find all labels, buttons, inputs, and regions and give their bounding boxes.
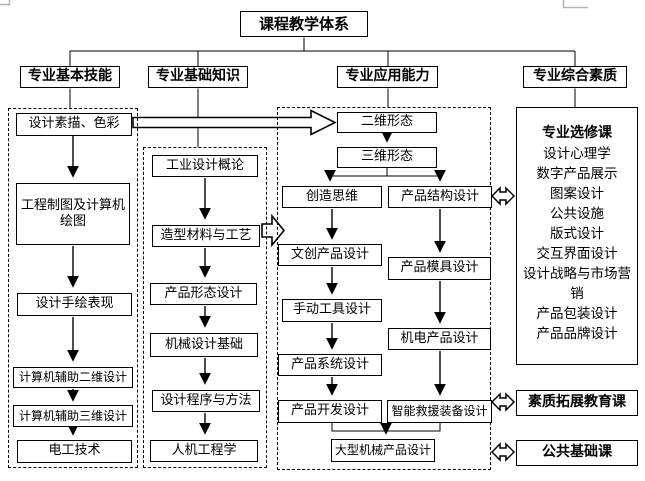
elective-item: 设计心理学 [543, 146, 611, 162]
course-label: 公共基础课 [542, 444, 612, 461]
course-box: 文创产品设计 [278, 244, 382, 266]
course-label: 工业设计概论 [165, 157, 244, 173]
course-label: 计算机辅助三维设计 [18, 408, 127, 423]
course-label: 创造思维 [305, 188, 358, 204]
course-box: 机电产品设计 [388, 328, 491, 350]
course-box: 手动工具设计 [282, 299, 382, 322]
course-box: 三维形态 [337, 147, 437, 168]
branch-quality: 专业综合素质 [523, 66, 627, 88]
course-label: 机械设计基础 [164, 336, 243, 352]
course-label: 造型材料与工艺 [160, 227, 252, 243]
root-node-label: 课程教学体系 [258, 14, 349, 33]
branch-label: 专业基础知识 [156, 68, 240, 85]
course-label: 设计手绘表现 [35, 296, 114, 312]
course-label: 产品开发设计 [290, 403, 369, 419]
group-basic-knowledge [143, 147, 267, 468]
course-box: 产品形态设计 [150, 283, 257, 305]
course-label: 产品模具设计 [400, 260, 479, 276]
course-box: 工程制图及计算机绘图 [16, 183, 130, 245]
course-box: 工业设计概论 [152, 155, 258, 177]
corner-mark-top-left [0, 0, 11, 6]
elective-item: 图案设计 [550, 186, 604, 202]
course-box: 产品开发设计 [278, 400, 382, 423]
course-box: 计算机辅助二维设计 [13, 367, 133, 388]
branch-basic-skills: 专业基本技能 [20, 66, 120, 88]
elective-item: 交互界面设计 [536, 246, 618, 262]
course-box: 人机工程学 [150, 440, 258, 462]
course-box: 设计程序与方法 [152, 390, 260, 412]
course-box: 产品系统设计 [278, 354, 382, 376]
branch-application: 专业应用能力 [337, 66, 438, 88]
branch-basic-knowledge: 专业基础知识 [148, 66, 248, 88]
double-arrows [490, 186, 516, 462]
course-box: 计算机辅助三维设计 [13, 405, 133, 427]
course-label: 产品结构设计 [400, 188, 479, 204]
course-label: 三维形态 [360, 149, 413, 165]
branch-label: 专业综合素质 [533, 68, 617, 85]
quality-extension-course-box: 素质拓展教育课 [516, 390, 638, 416]
corner-mark-top-right [562, 0, 588, 9]
course-label: 手动工具设计 [292, 302, 371, 318]
branch-label: 专业基本技能 [28, 68, 112, 85]
elective-item: 产品品牌设计 [536, 326, 618, 342]
course-box: 智能救援装备设计 [387, 400, 492, 423]
course-label: 二维形态 [360, 114, 413, 130]
double-arrow-icon [490, 186, 516, 206]
course-label: 机电产品设计 [400, 330, 479, 346]
public-basic-course-box: 公共基础课 [516, 440, 638, 466]
branch-label: 专业应用能力 [345, 68, 430, 85]
course-label: 计算机辅助二维设计 [18, 370, 127, 384]
course-label: 素质拓展教育课 [528, 394, 626, 411]
course-label: 设计素描、色彩 [28, 116, 120, 132]
elective-item: 公共设施 [550, 206, 604, 222]
course-label: 产品形态设计 [164, 285, 243, 301]
course-box: 电工技术 [17, 440, 132, 463]
course-label: 电工技术 [48, 443, 101, 459]
double-arrow-icon [490, 392, 516, 412]
course-label: 智能救援装备设计 [391, 404, 488, 418]
double-arrow-icon [490, 442, 516, 462]
course-box: 创造思维 [282, 186, 382, 208]
electives-panel: 专业选修课 设计心理学 数字产品展示 图案设计 公共设施 版式设计 交互界面设计… [516, 107, 638, 365]
course-label: 设计程序与方法 [160, 392, 252, 408]
course-label: 产品系统设计 [290, 356, 369, 372]
course-box: 机械设计基础 [150, 333, 258, 357]
course-box: 二维形态 [337, 112, 437, 133]
course-box: 大型机械产品设计 [331, 439, 435, 462]
course-box: 产品模具设计 [388, 257, 491, 280]
electives-title: 专业选修课 [542, 125, 612, 141]
root-node: 课程教学体系 [240, 11, 368, 37]
elective-item: 版式设计 [550, 226, 604, 242]
course-label: 人机工程学 [171, 442, 237, 458]
elective-item: 设计战略与市场营销 [523, 266, 631, 302]
course-label: 工程制图及计算机绘图 [20, 197, 125, 229]
elective-item: 数字产品展示 [536, 166, 618, 182]
course-box: 设计手绘表现 [17, 293, 132, 316]
elective-item: 产品包装设计 [536, 306, 618, 322]
course-box: 产品结构设计 [388, 186, 492, 208]
course-box: 造型材料与工艺 [152, 225, 260, 247]
course-box: 设计素描、色彩 [16, 113, 132, 136]
course-label: 大型机械产品设计 [334, 443, 431, 457]
course-label: 文创产品设计 [290, 246, 369, 262]
